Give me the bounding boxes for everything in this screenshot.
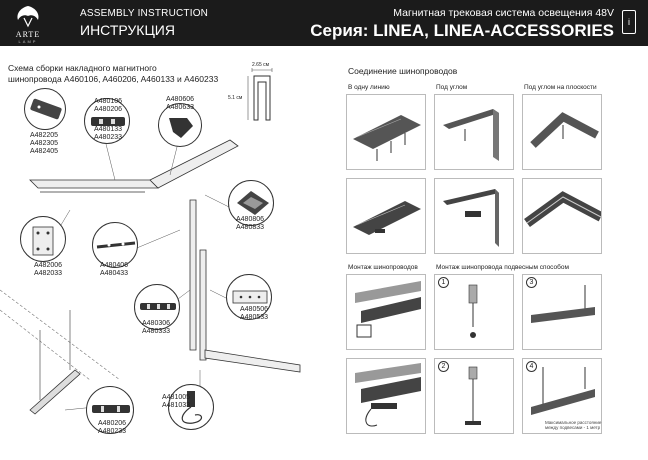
left-title-line2: шинопровода A460106, A460206, A460133 и … xyxy=(8,74,219,84)
panel-suspended-2 xyxy=(434,358,514,434)
brand-name: ARTE xyxy=(15,30,41,39)
panel-plane-angle-1 xyxy=(522,94,602,170)
step-3-badge: 3 xyxy=(526,277,537,288)
step-1-badge: 1 xyxy=(438,277,449,288)
doc-subtitle: Магнитная трековая система освещения 48V xyxy=(393,7,614,19)
panel-inline-1 xyxy=(346,94,426,170)
profile-height: 5.1 см xyxy=(228,95,243,101)
left-title-line1: Схема сборки накладного магнитного xyxy=(8,63,157,73)
panel-title-suspended: Монтаж шинопровода подвесным способом xyxy=(436,264,569,271)
panel-title-mounting: Монтаж шинопроводов xyxy=(348,264,418,271)
info-icon: i xyxy=(622,10,636,34)
panel-suspended-3 xyxy=(522,274,602,350)
detail-feed-a4810 xyxy=(168,384,214,430)
detail-plate-a4805 xyxy=(226,274,272,320)
arte-lamp-logo: ARTE LAMP xyxy=(10,4,46,44)
step-2-badge: 2 xyxy=(438,361,449,372)
detail-connector-a4801 xyxy=(84,98,130,144)
panel-plane-angle-2 xyxy=(522,178,602,254)
panel-suspended-4 xyxy=(522,358,602,434)
panel-title-inline: В одну линию xyxy=(348,84,390,91)
doc-type-ru: ИНСТРУКЦИЯ xyxy=(80,22,175,38)
step-4-badge: 4 xyxy=(526,361,537,372)
detail-corner-a4806 xyxy=(158,103,202,147)
profile-cross-section xyxy=(247,68,273,121)
detail-connector-a4822 xyxy=(24,88,66,130)
doc-series: Серия: LINEA, LINEA-ACCESSORIES xyxy=(310,21,614,40)
header: ARTE LAMP ASSEMBLY INSTRUCTION ИНСТРУКЦИ… xyxy=(0,0,648,46)
panel-inline-2 xyxy=(346,178,426,254)
panel-mounting-1 xyxy=(346,274,426,350)
detail-corner-a4808 xyxy=(228,180,274,226)
detail-plate-a4820 xyxy=(20,216,66,262)
detail-connector-a4804 xyxy=(92,222,138,268)
panel-suspended-1 xyxy=(434,274,514,350)
assembly-drawing xyxy=(0,119,301,415)
panel-angle-1 xyxy=(434,94,514,170)
brand-sub: LAMP xyxy=(18,39,38,44)
panel-title-angle: Под углом xyxy=(436,84,468,91)
panel-angle-2 xyxy=(434,178,514,254)
panel-mounting-2 xyxy=(346,358,426,434)
detail-connector-a4802 xyxy=(86,386,134,434)
profile-width: 2.65 см xyxy=(252,62,270,68)
doc-type-en: ASSEMBLY INSTRUCTION xyxy=(80,8,209,19)
right-title: Соединение шинопроводов xyxy=(348,66,458,76)
detail-connector-a4803 xyxy=(134,284,180,330)
panel-title-plane-angle: Под углом на плоскости xyxy=(524,84,597,91)
